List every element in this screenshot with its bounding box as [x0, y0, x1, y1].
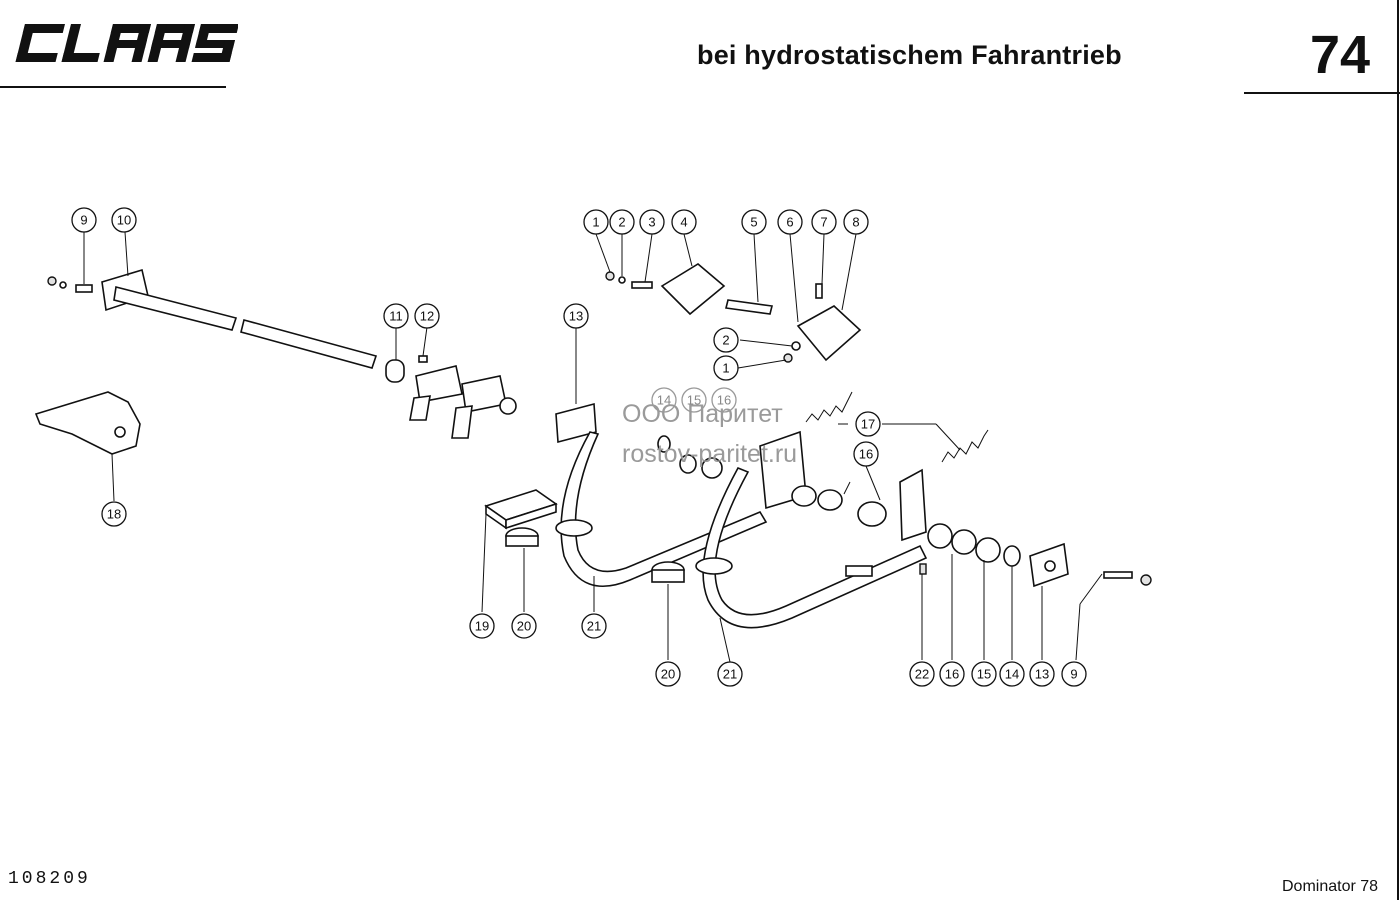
svg-text:14: 14 [1005, 667, 1019, 682]
bushings [657, 435, 1021, 660]
svg-text:2: 2 [722, 333, 729, 348]
page-title: bei hydrostatischem Fahrantrieb [697, 40, 1122, 70]
svg-text:9: 9 [1070, 667, 1077, 682]
callout-22: 22 [909, 661, 935, 687]
drawing-number: 108209 [8, 869, 91, 889]
callout-1-mid: 1 [713, 355, 739, 381]
callout-14-faded: 14 [651, 387, 677, 413]
callout-4: 4 [671, 209, 697, 235]
svg-text:22: 22 [915, 667, 929, 682]
callout-16-bottom: 16 [939, 661, 965, 687]
callout-21-right: 21 [717, 661, 743, 687]
callout-12: 12 [414, 303, 440, 329]
callout-21-left: 21 [581, 613, 607, 639]
mounting-bracket [34, 391, 141, 455]
callout-20-left: 20 [511, 613, 537, 639]
svg-text:13: 13 [1035, 667, 1049, 682]
svg-text:5: 5 [750, 215, 757, 230]
svg-text:16: 16 [717, 393, 731, 408]
svg-text:12: 12 [420, 309, 434, 324]
callout-13-bottom: 13 [1029, 661, 1055, 687]
watermark-url: rostov-paritet.ru [622, 440, 798, 468]
model-name: Dominator 78 [1282, 878, 1379, 895]
svg-text:16: 16 [859, 447, 873, 462]
svg-text:20: 20 [661, 667, 675, 682]
pedal-frames [555, 430, 928, 663]
svg-text:21: 21 [723, 667, 737, 682]
svg-text:1: 1 [592, 215, 599, 230]
svg-text:18: 18 [107, 507, 121, 522]
svg-text:15: 15 [687, 393, 701, 408]
pedal-plates [595, 233, 862, 369]
callout-2-mid: 2 [713, 327, 739, 353]
pivot-plate [555, 402, 597, 444]
shaft-assembly [47, 231, 517, 439]
callout-16-mid: 16 [853, 441, 879, 467]
svg-text:7: 7 [820, 215, 827, 230]
callout-9-bottom: 9 [1061, 661, 1087, 687]
page-border-right [1397, 0, 1399, 900]
header-rule-left [0, 86, 226, 88]
svg-text:15: 15 [977, 667, 991, 682]
svg-text:8: 8 [852, 215, 859, 230]
callout-8: 8 [843, 209, 869, 235]
callout-7: 7 [811, 209, 837, 235]
svg-text:21: 21 [587, 619, 601, 634]
svg-text:19: 19 [475, 619, 489, 634]
callout-15-faded: 15 [681, 387, 707, 413]
callout-5: 5 [741, 209, 767, 235]
callout-1: 1 [583, 209, 609, 235]
svg-text:16: 16 [945, 667, 959, 682]
page-number: 74 [1309, 25, 1371, 85]
callout-9-top: 9 [71, 207, 97, 233]
callout-13-top: 13 [563, 303, 589, 329]
svg-text:3: 3 [648, 215, 655, 230]
header-rule-right [1244, 92, 1400, 94]
callout-2: 2 [609, 209, 635, 235]
svg-text:2: 2 [618, 215, 625, 230]
claas-logo [15, 24, 238, 62]
levers [409, 365, 517, 439]
svg-text:11: 11 [389, 309, 403, 324]
svg-text:13: 13 [569, 309, 583, 324]
callout-17: 17 [855, 411, 881, 437]
svg-text:9: 9 [80, 213, 87, 228]
callout-18: 18 [101, 501, 127, 527]
callout-11: 11 [383, 303, 409, 329]
callout-20-right: 20 [655, 661, 681, 687]
callout-19: 19 [469, 613, 495, 639]
callout-6: 6 [777, 209, 803, 235]
watermark-company: ООО Паритет [622, 400, 783, 428]
svg-text:6: 6 [786, 215, 793, 230]
callout-3: 3 [639, 209, 665, 235]
svg-text:14: 14 [657, 393, 671, 408]
svg-text:1: 1 [722, 361, 729, 376]
callout-15-bottom: 15 [971, 661, 997, 687]
callout-16-faded: 16 [711, 387, 737, 413]
callout-10: 10 [111, 207, 137, 233]
springs [805, 391, 989, 463]
callout-14-bottom: 14 [999, 661, 1025, 687]
svg-text:10: 10 [117, 213, 131, 228]
svg-text:17: 17 [861, 417, 875, 432]
svg-text:20: 20 [517, 619, 531, 634]
svg-text:4: 4 [680, 215, 687, 230]
